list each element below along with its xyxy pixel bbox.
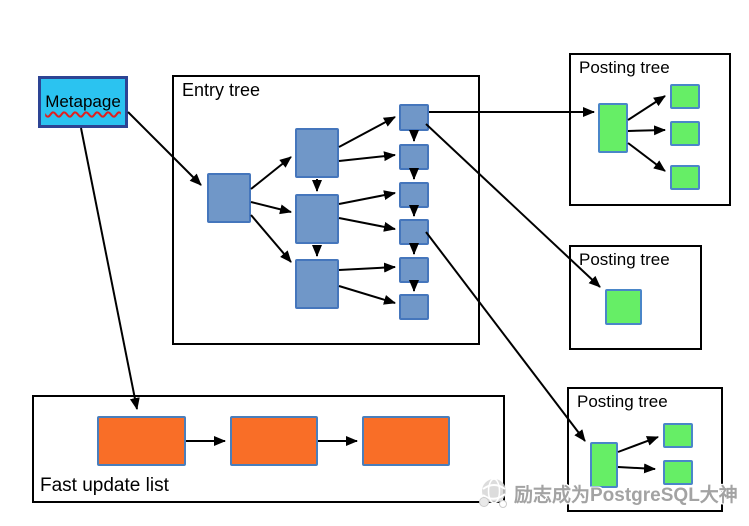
watermark-text: 励志成为PostgreSQL大神 [514,484,738,506]
posting-tree-1-label: Posting tree [579,58,670,77]
entry-tree-leaf-node-4 [399,219,429,245]
entry-tree-root-node [207,173,251,223]
metapage-node: Metapage [38,76,128,128]
posting-tree-3-root-node [590,442,618,488]
entry-tree-label: Entry tree [182,80,261,100]
fast-update-page-1 [97,416,186,466]
metapage-label: Metapage [45,92,121,111]
posting-tree-1-container: Posting tree [569,53,731,206]
entry-tree-leaf-node-3 [399,182,429,208]
posting-tree-2-root-node [605,289,642,325]
entry-tree-leaf-node-5 [399,257,429,283]
globe-icon [479,478,507,508]
fast-update-list-label: Fast update list [40,475,169,496]
entry-tree-internal-node-3 [295,259,339,309]
fast-update-page-2 [230,416,318,466]
watermark: 励志成为PostgreSQL大神 [477,477,738,509]
posting-tree-1-leaf-node-2 [670,121,700,146]
posting-tree-1-root-node [598,103,628,153]
posting-tree-2-label: Posting tree [579,250,670,269]
edge-metapage-to-fast-update-list [80,127,140,410]
entry-tree-internal-node-2 [295,194,339,244]
entry-tree-leaf-node-6 [399,294,429,320]
posting-tree-3-leaf-node-2 [663,460,693,485]
entry-tree-leaf-node-2 [399,144,429,170]
posting-tree-3-label: Posting tree [577,392,668,411]
posting-tree-3-leaf-node-1 [663,423,693,448]
posting-tree-1-leaf-node-3 [670,165,700,190]
fast-update-page-3 [362,416,450,466]
entry-tree-internal-node-1 [295,128,339,178]
posting-tree-1-leaf-node-1 [670,84,700,109]
entry-tree-leaf-node-1 [399,104,429,131]
